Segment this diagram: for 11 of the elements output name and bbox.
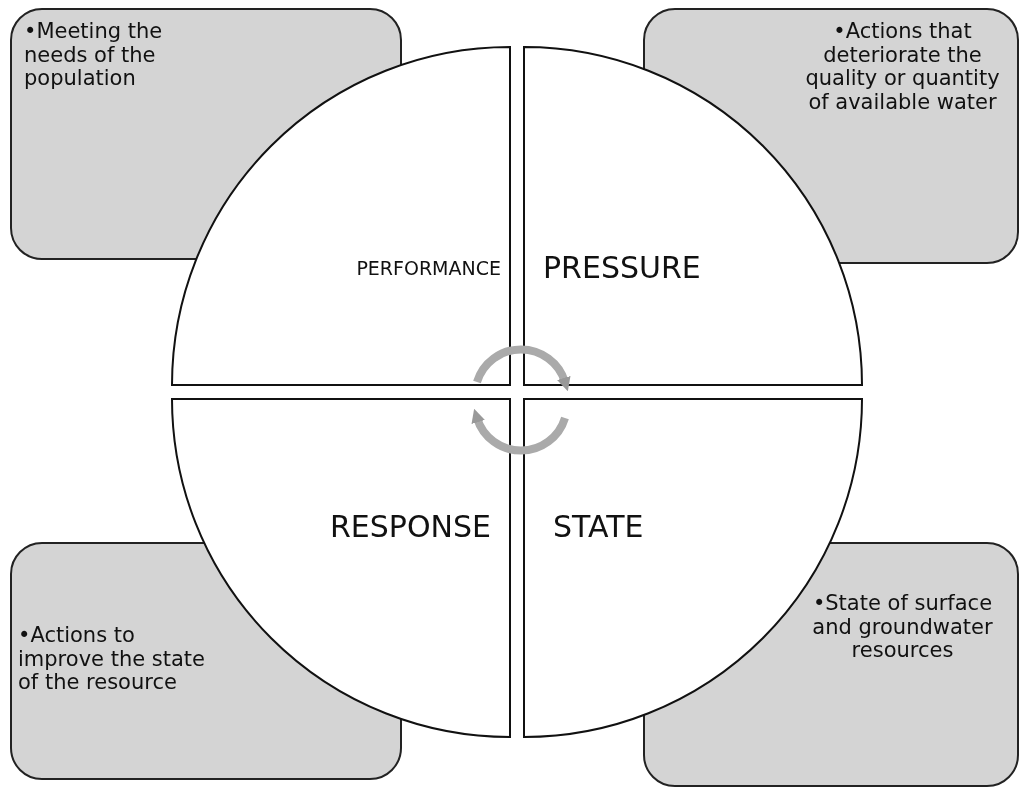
quadrant-label: STATE bbox=[553, 510, 645, 544]
circle-quadrant bbox=[171, 46, 511, 386]
cycle-arrow bbox=[473, 345, 571, 392]
description-text: •Actions that deteriorate the quality or quantity of available water bbox=[804, 20, 1001, 115]
cycle-arrow bbox=[471, 408, 569, 455]
quadrant-label: PERFORMANCE bbox=[355, 258, 501, 280]
quadrant-label: PRESSURE bbox=[543, 251, 702, 285]
description-text: •Actions to improve the state of the resource bbox=[18, 624, 206, 695]
description-text: •Meeting the needs of the population bbox=[24, 20, 164, 91]
description-text: •State of surface and groundwater resources bbox=[811, 592, 994, 663]
quadrant-label: RESPONSE bbox=[329, 510, 491, 544]
